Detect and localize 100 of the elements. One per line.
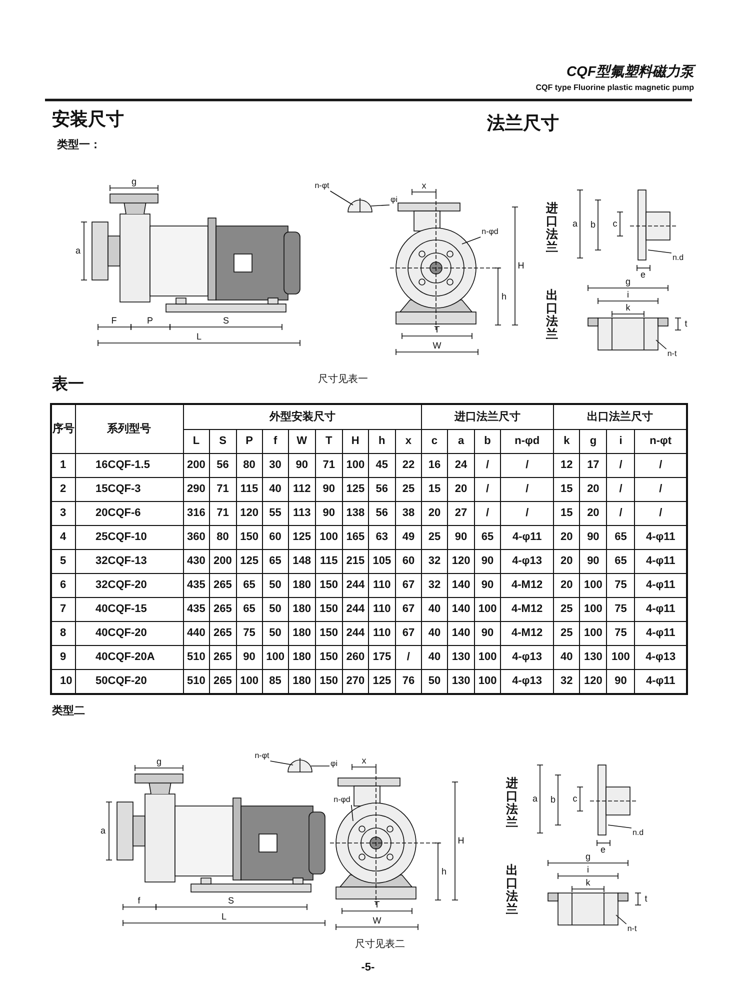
table-cell: 15 bbox=[554, 477, 580, 501]
table-cell: 110 bbox=[368, 621, 396, 645]
section-heading: 安装尺寸 bbox=[52, 110, 124, 128]
table-cell: 200 bbox=[209, 549, 236, 573]
table-cell: 5 bbox=[51, 549, 76, 573]
table-cell: 50 bbox=[262, 597, 288, 621]
leader-label: n.d bbox=[632, 829, 644, 837]
dimension-label: h bbox=[442, 868, 446, 876]
leader-label: n-t bbox=[667, 350, 677, 358]
table-cell: 4-φ13 bbox=[500, 645, 554, 669]
table-cell: / bbox=[395, 645, 422, 669]
table-cell: 22 bbox=[395, 453, 422, 477]
table-cell: 75 bbox=[606, 573, 635, 597]
table-cell: 75 bbox=[236, 621, 262, 645]
table-cell: 290 bbox=[183, 477, 210, 501]
table-cell: 90 bbox=[474, 549, 501, 573]
flange-hole-sketch-drawing bbox=[348, 198, 372, 212]
table-cell: 175 bbox=[368, 645, 396, 669]
table-cell: 65 bbox=[236, 597, 262, 621]
table-cell: 150 bbox=[315, 573, 342, 597]
table-cell: 20 bbox=[554, 549, 580, 573]
table-header: i bbox=[606, 429, 635, 453]
table-header: S bbox=[209, 429, 236, 453]
table-cell: 140 bbox=[448, 597, 475, 621]
table-cell: 40 bbox=[262, 477, 288, 501]
subheading: 类型一： bbox=[57, 140, 101, 151]
table-cell: 80 bbox=[236, 453, 262, 477]
table-cell: 148 bbox=[288, 549, 316, 573]
table-header: H bbox=[342, 429, 368, 453]
table-cell: 215 bbox=[342, 549, 368, 573]
table-cell: 71 bbox=[209, 477, 236, 501]
table-cell: 56 bbox=[368, 501, 396, 525]
table-cell: / bbox=[606, 477, 635, 501]
table-header: k bbox=[554, 429, 580, 453]
dimension-label: t bbox=[644, 894, 648, 904]
table-cell: / bbox=[474, 453, 501, 477]
dimension-label: b bbox=[550, 796, 556, 804]
table-cell: 90 bbox=[315, 477, 342, 501]
table-cell: 12 bbox=[554, 453, 580, 477]
table-cell: 60 bbox=[395, 549, 422, 573]
table-cell: 38 bbox=[395, 501, 422, 525]
table-cell: 32CQF-13 bbox=[75, 549, 184, 573]
dimension-label: F bbox=[111, 316, 117, 326]
table-cell: 75 bbox=[606, 621, 635, 645]
table-cell: 67 bbox=[395, 621, 422, 645]
table-cell: 265 bbox=[209, 621, 236, 645]
table-cell: 25 bbox=[554, 621, 580, 645]
table-cell: 100 bbox=[580, 597, 607, 621]
table-cell: 3 bbox=[51, 501, 76, 525]
table-cell: 90 bbox=[315, 501, 342, 525]
dimension-label: h bbox=[502, 292, 506, 302]
leader-line bbox=[330, 190, 354, 206]
table-cell: 27 bbox=[448, 501, 475, 525]
table-cell: 20 bbox=[448, 477, 475, 501]
table-cell: 49 bbox=[395, 525, 422, 549]
table-cell: 40 bbox=[554, 645, 580, 669]
table-cell: 17 bbox=[580, 453, 607, 477]
table-header: b bbox=[474, 429, 501, 453]
table-cell: 140 bbox=[448, 573, 475, 597]
table-cell: 90 bbox=[474, 573, 501, 597]
dimension-label: i bbox=[627, 290, 629, 300]
table-cell: 244 bbox=[342, 597, 368, 621]
page-title: CQF型氟塑料磁力泵 bbox=[566, 64, 694, 78]
table-cell: 25 bbox=[554, 597, 580, 621]
table-cell: 56 bbox=[368, 477, 396, 501]
dimension-label: f bbox=[138, 896, 140, 906]
table-header: L bbox=[183, 429, 210, 453]
table-cell: / bbox=[606, 453, 635, 477]
table-cell: 100 bbox=[315, 525, 342, 549]
table-cell: 150 bbox=[236, 525, 262, 549]
table-cell: 20 bbox=[554, 525, 580, 549]
table-cell: 125 bbox=[342, 477, 368, 501]
table-cell: 100 bbox=[474, 597, 501, 621]
table-cell: 50 bbox=[262, 621, 288, 645]
table-cell: 90 bbox=[448, 525, 475, 549]
table-cell: 75 bbox=[606, 597, 635, 621]
table-cell: 50 bbox=[262, 573, 288, 597]
dimension-label: i bbox=[587, 866, 589, 874]
table-cell: 24 bbox=[448, 453, 475, 477]
table-cell: 30 bbox=[262, 453, 288, 477]
table-cell: 435 bbox=[183, 597, 210, 621]
page-number: -5- bbox=[361, 962, 375, 974]
flange-label: 出口法兰 bbox=[546, 289, 558, 341]
table-cell: 40CQF-20 bbox=[75, 621, 184, 645]
table-header: x bbox=[395, 429, 422, 453]
table-cell: 63 bbox=[368, 525, 396, 549]
table-cell: 265 bbox=[209, 597, 236, 621]
leader-label: n-t bbox=[627, 925, 637, 933]
table-cell: 140 bbox=[448, 621, 475, 645]
table-header: h bbox=[368, 429, 396, 453]
table-cell: 115 bbox=[315, 549, 342, 573]
table-cell: 9 bbox=[51, 645, 76, 669]
dimension-label: c bbox=[572, 794, 578, 804]
dimension-label: x bbox=[422, 182, 426, 190]
dimension-label: S bbox=[223, 316, 229, 326]
table-cell: 32 bbox=[421, 573, 448, 597]
table-header: a bbox=[448, 429, 475, 453]
table-cell: 25 bbox=[421, 525, 448, 549]
table-header: 序号 bbox=[51, 404, 76, 453]
table-cell: 67 bbox=[395, 573, 422, 597]
